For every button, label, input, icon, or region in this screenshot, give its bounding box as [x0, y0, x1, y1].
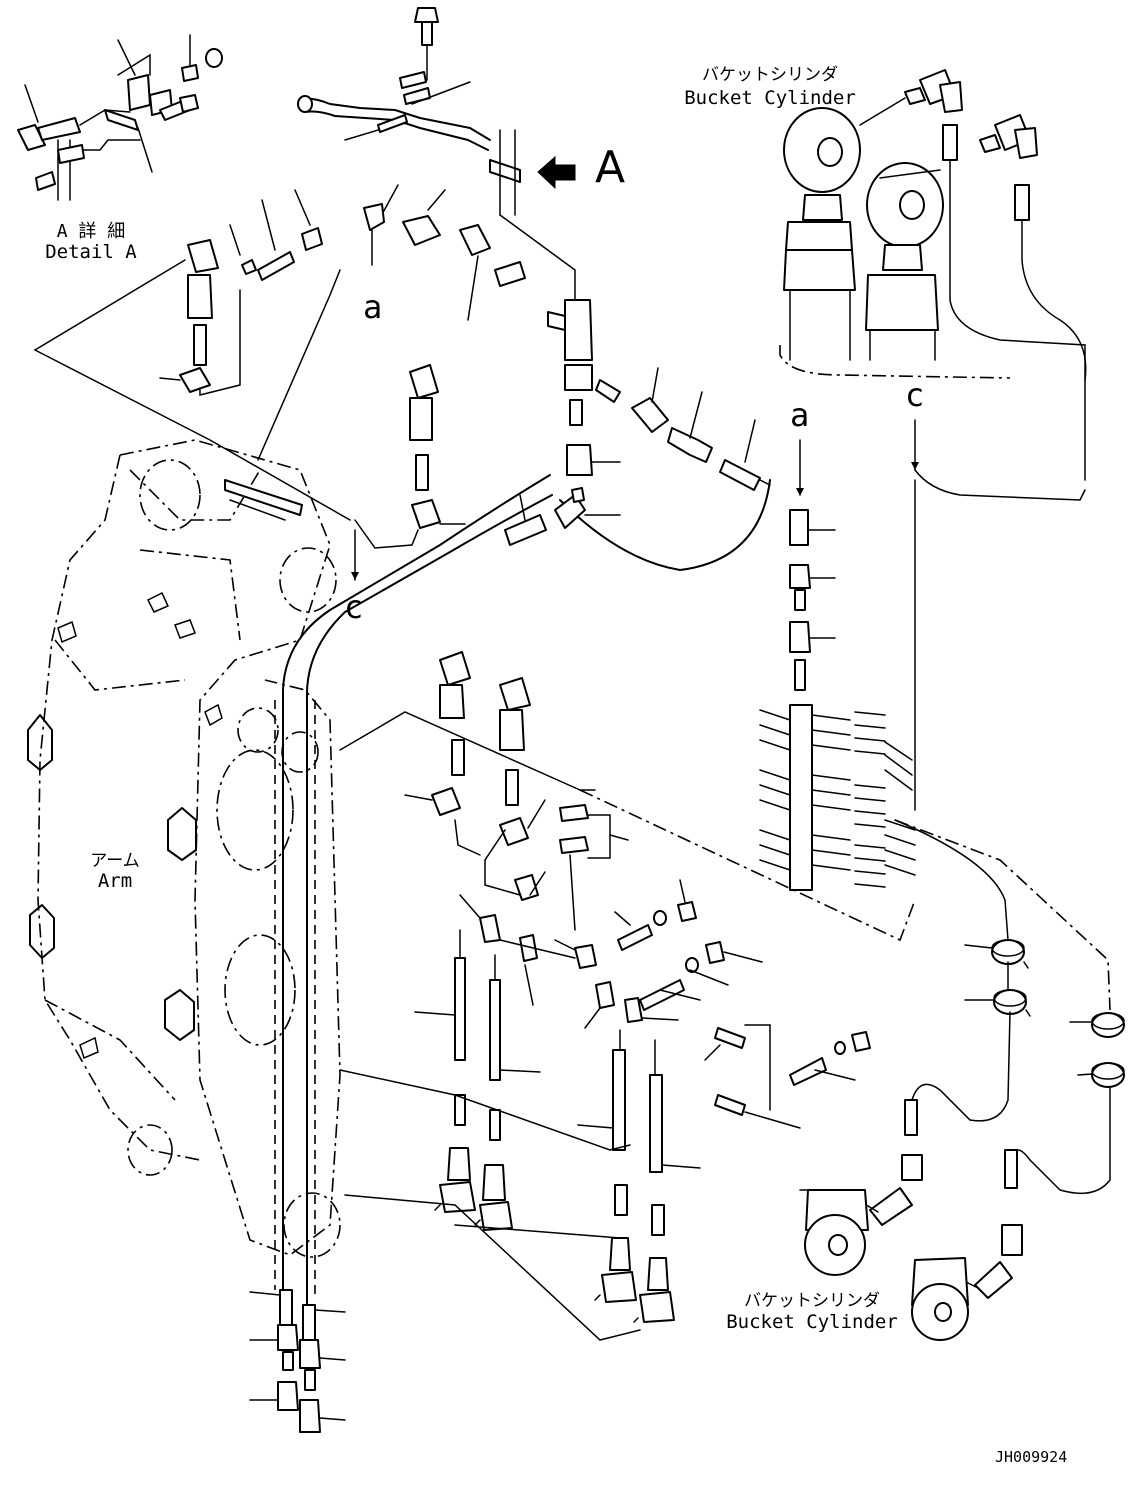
hose-bands [894, 819, 1125, 1195]
arrow-left-icon [537, 155, 576, 190]
phantom-lines [339, 711, 916, 1341]
drawing-number: JH009924 [995, 1448, 1068, 1466]
ref-a-column [789, 439, 836, 691]
ref-c-right-label: c [905, 376, 925, 414]
clips [704, 1024, 871, 1129]
arm-bottom-fittings [249, 1289, 346, 1433]
leader-lines-top [344, 114, 526, 321]
top-bolt [399, 7, 471, 105]
grease-pipe-top [297, 95, 593, 391]
right-fitting-chain [554, 367, 771, 529]
arm-label-en: Arm [97, 870, 133, 892]
left-fitting-column [33, 189, 351, 521]
ref-c-line-right [911, 419, 919, 811]
bucket-cylinder-bottom-label-jp: バケットシリンダ [744, 1291, 880, 1311]
center-left-fittings [224, 364, 547, 581]
arm-pipes [274, 474, 771, 1321]
ref-a-left-label: a [363, 288, 383, 326]
ref-a-right-label: a [790, 396, 810, 434]
lower-elbow-fittings [434, 1147, 675, 1323]
lower-tubes [414, 929, 701, 1236]
bucket-cylinder-bottom-label-en: Bucket Cylinder [726, 1311, 898, 1333]
arm-outline [27, 439, 341, 1258]
bucket-cylinder-bottom [799, 1099, 1023, 1341]
bracket-row [459, 879, 763, 1029]
mid-fittings [404, 651, 629, 931]
detail-a-title-jp: A 詳 細 [56, 221, 126, 242]
bucket-cylinder-top-label-en: Bucket Cylinder [684, 87, 856, 109]
grease-manifold [759, 704, 916, 891]
view-a-label: A [595, 142, 626, 193]
ref-c-left-label: c [344, 588, 364, 626]
detail-a-drawing [17, 34, 223, 201]
bucket-cylinder-top [779, 69, 1087, 501]
bucket-cylinder-top-label-jp: バケットシリンダ [702, 65, 838, 85]
detail-a-title-en: Detail A [45, 241, 137, 263]
arm-label-jp: アーム [90, 851, 140, 871]
